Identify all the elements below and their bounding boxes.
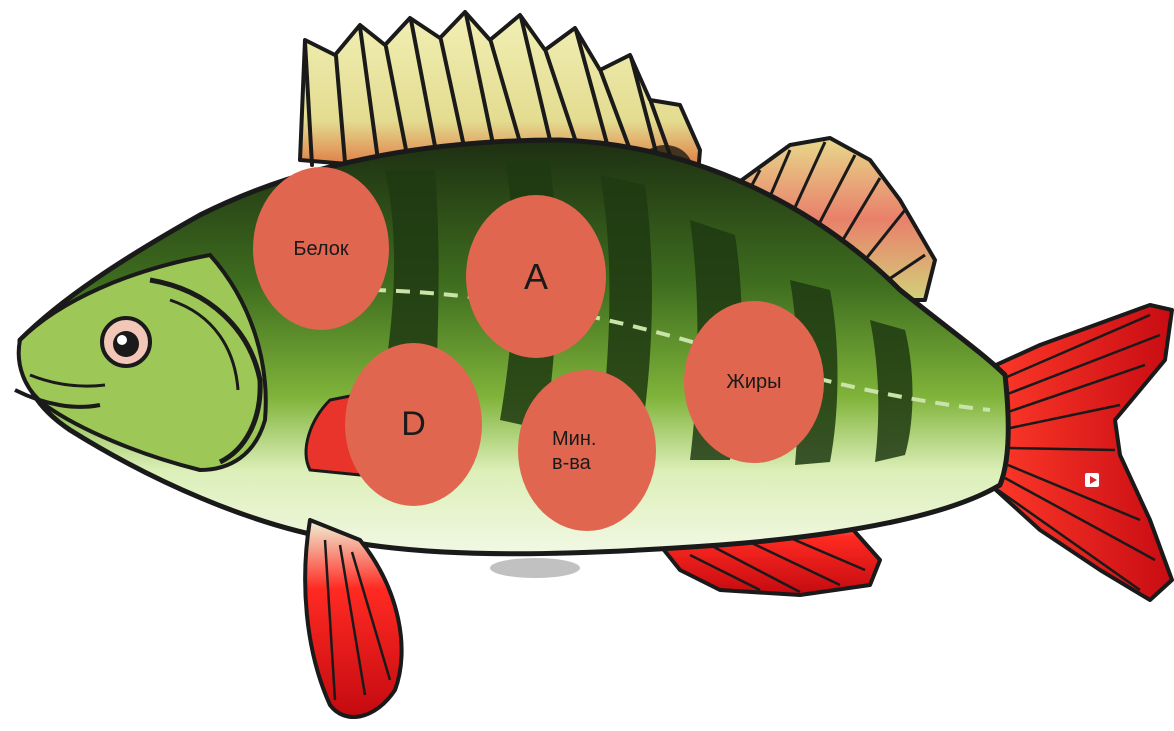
vitamin-d-bubble: D xyxy=(345,343,482,506)
vitamin-a-label: A xyxy=(524,255,548,298)
fats-bubble: Жиры xyxy=(684,301,824,463)
play-badge-icon[interactable] xyxy=(1083,471,1101,489)
minerals-label: Мин. в-ва xyxy=(552,427,596,475)
protein-bubble: Белок xyxy=(253,167,389,330)
protein-label: Белок xyxy=(293,237,348,261)
vitamin-d-label: D xyxy=(401,404,426,445)
fats-label: Жиры xyxy=(726,370,781,394)
minerals-bubble: Мин. в-ва xyxy=(518,370,656,531)
vitamin-a-bubble: A xyxy=(466,195,606,358)
